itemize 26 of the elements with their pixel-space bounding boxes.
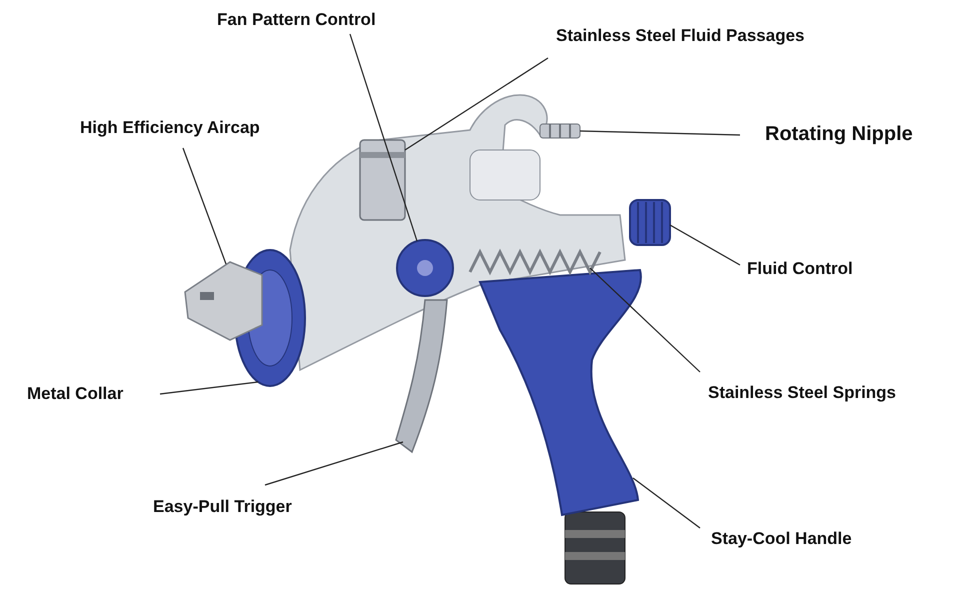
callout-label: Stainless Steel Fluid Passages: [556, 26, 805, 46]
callout-label: Stainless Steel Springs: [708, 383, 896, 403]
fan-knob-drawing: [396, 239, 454, 297]
callout-label: Fan Pattern Control: [217, 10, 376, 30]
nipple-drawing: [540, 123, 580, 139]
fluid-knob-drawing: [629, 199, 671, 246]
leader-line: [404, 58, 548, 150]
leader-line: [182, 148, 227, 264]
leader-line: [670, 224, 740, 266]
callout-label: Metal Collar: [27, 384, 124, 404]
callout-label: Stay-Cool Handle: [711, 529, 852, 549]
aircap-drawing: [184, 261, 263, 341]
leader-line: [264, 441, 404, 486]
leader-line: [632, 478, 700, 528]
trigger-drawing: [395, 299, 448, 453]
leader-line: [160, 381, 258, 395]
spring-drawing: [468, 248, 602, 276]
callout-label: Rotating Nipple: [765, 124, 913, 144]
leader-line: [349, 34, 418, 242]
handle-drawing: [479, 269, 642, 516]
callout-label: Easy-Pull Trigger: [153, 497, 292, 517]
leader-line: [590, 268, 700, 372]
callout-label: High Efficiency Aircap: [80, 118, 260, 138]
callout-label: Fluid Control: [747, 259, 853, 279]
fluid-passage-drawing: [359, 139, 406, 221]
leader-line: [580, 130, 740, 136]
